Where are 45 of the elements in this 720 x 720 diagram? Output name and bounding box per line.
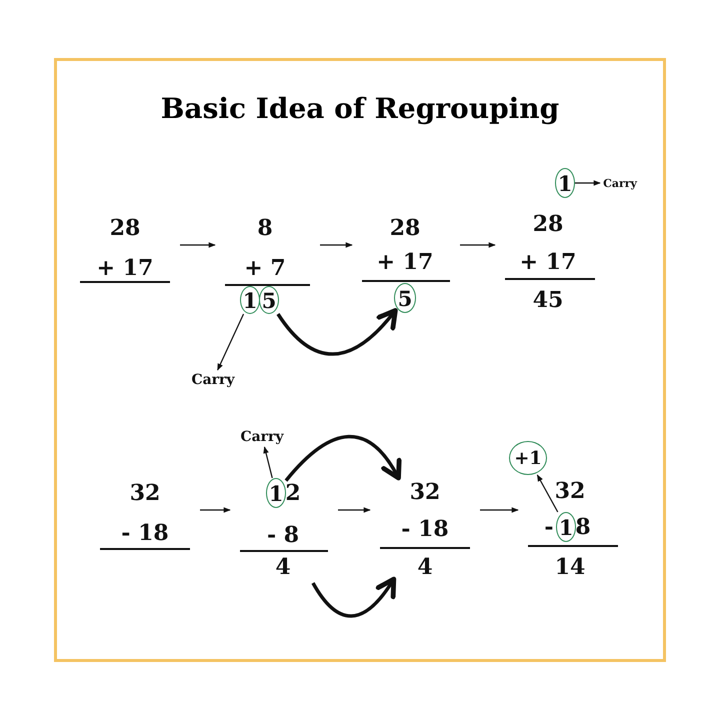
number-text: 2 [285,481,301,505]
carry-label: Carry [600,175,640,191]
curved-arrow [284,434,401,482]
number-text: 4 [417,555,433,579]
number-text: + 17 [520,250,576,274]
arrow [217,314,244,371]
number-text: 8 [257,216,273,240]
number-text: + 17 [376,250,434,274]
arrow [200,507,231,513]
circled-digit: 5 [394,283,416,313]
circled-digit: 1 [240,286,260,314]
number-text: 32 [130,481,160,505]
curved-arrow [276,308,398,356]
circled-digit: 5 [259,286,279,314]
arrow [536,474,558,512]
number-text: 28 [110,216,140,240]
arrow [320,242,353,248]
circled-digit: 1 [555,168,575,198]
number-text: - [544,515,554,539]
carry-label: Carry [188,370,238,390]
arrow [180,242,216,248]
arrow [460,242,496,248]
number-text: 32 [554,479,586,503]
title: Basic Idea of Regrouping [160,92,560,125]
number-text: + 17 [96,256,154,280]
circled-digit: 1 [556,512,576,542]
number-text: 32 [410,480,440,504]
number-text: 28 [390,216,420,240]
circled-digit: 1 [266,478,286,508]
circled-digit: +1 [509,441,547,475]
arrow [480,507,519,513]
number-text: - 18 [401,517,449,541]
number-text: 8 [575,515,591,539]
number-text: 14 [554,555,586,579]
carry-label: Carry [237,427,287,447]
arrow [263,446,273,478]
number-text: 28 [532,212,564,236]
curved-arrow [312,576,396,618]
number-text: 4 [275,555,291,579]
number-text: + 7 [244,256,286,280]
arrow [338,507,371,513]
arrow [575,180,601,186]
number-text: 45 [532,288,564,312]
number-text: - 18 [121,521,169,545]
number-text: - 8 [266,523,300,547]
